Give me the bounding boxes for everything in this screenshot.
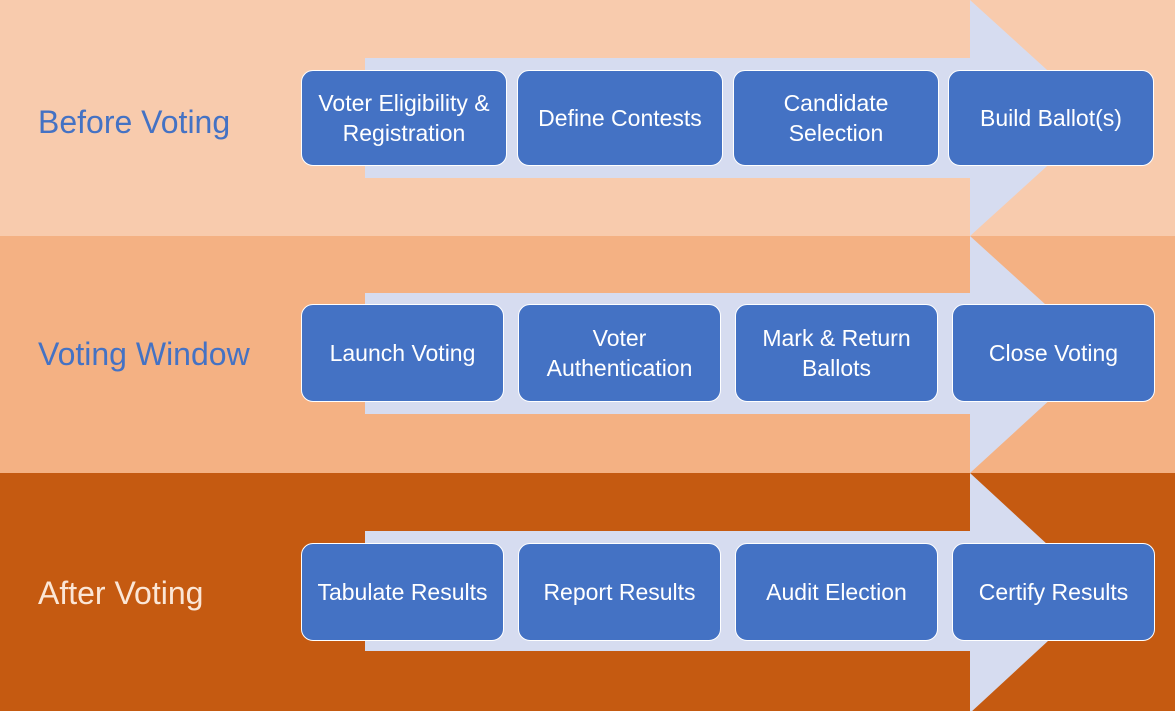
- step-label: Audit Election: [766, 579, 907, 605]
- step-voter-authentication: Voter Authentication: [518, 304, 721, 402]
- phase-label-voting-window: Voting Window: [38, 336, 250, 372]
- step-launch-voting: Launch Voting: [301, 304, 504, 402]
- step-label: Build Ballot(s): [980, 105, 1122, 131]
- step-label: Voter Authentication: [546, 325, 693, 381]
- flow-arrow-before-voting: [365, 0, 1100, 236]
- step-label: Close Voting: [988, 340, 1119, 366]
- flow-arrow-shape: [365, 236, 1100, 473]
- step-build-ballots: Build Ballot(s): [948, 70, 1154, 166]
- phase-band-voting-window: Voting Window Launch Voting Voter Authen…: [0, 236, 1175, 473]
- step-label: Mark & Return Ballots: [762, 325, 911, 381]
- step-define-contests: Define Contests: [517, 70, 723, 166]
- step-label: Candidate Selection: [783, 90, 889, 146]
- step-label: Voter Eligibility & Registration: [318, 90, 490, 146]
- step-label: Certify Results: [978, 579, 1129, 605]
- step-label: Define Contests: [538, 105, 702, 131]
- flow-arrow-shape: [365, 473, 1100, 711]
- step-label: Launch Voting: [329, 340, 476, 366]
- flow-arrow-shape: [365, 0, 1100, 236]
- step-audit-election: Audit Election: [735, 543, 938, 641]
- step-close-voting: Close Voting: [952, 304, 1155, 402]
- step-label: Report Results: [543, 579, 696, 605]
- flow-arrow-voting-window: [365, 236, 1100, 473]
- step-candidate-selection: Candidate Selection: [733, 70, 939, 166]
- phase-label-after-voting: After Voting: [38, 575, 204, 611]
- step-mark-return-ballots: Mark & Return Ballots: [735, 304, 938, 402]
- step-report-results: Report Results: [518, 543, 721, 641]
- phase-label-before-voting: Before Voting: [38, 104, 231, 140]
- step-certify-results: Certify Results: [952, 543, 1155, 641]
- phase-band-before-voting: Before Voting Voter Eligibility & Regist…: [0, 0, 1175, 236]
- flow-arrow-after-voting: [365, 473, 1100, 711]
- step-voter-eligibility-registration: Voter Eligibility & Registration: [301, 70, 507, 166]
- step-label: Tabulate Results: [317, 579, 488, 605]
- phase-band-after-voting: After Voting Tabulate Results Report Res…: [0, 473, 1175, 711]
- step-tabulate-results: Tabulate Results: [301, 543, 504, 641]
